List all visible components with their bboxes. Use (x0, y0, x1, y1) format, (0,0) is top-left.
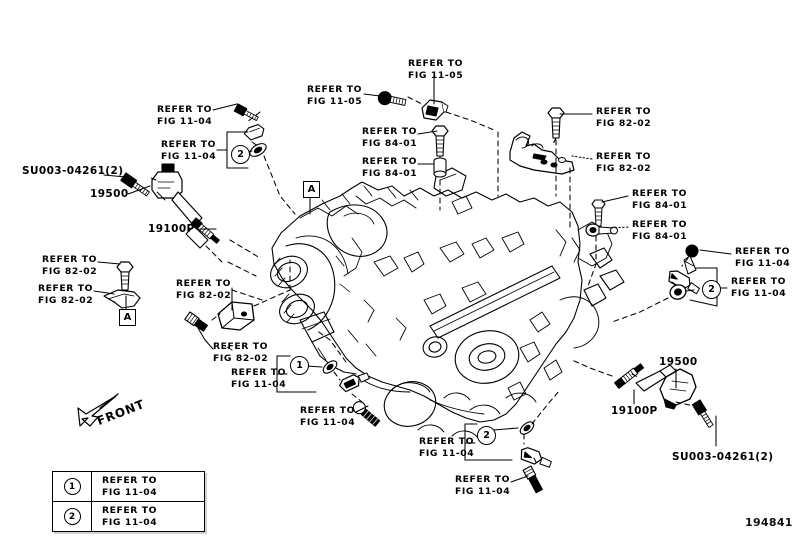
part-number-bolt-lower-right: SU003-04261(2) (672, 451, 774, 463)
refer-line-1: REFER TO (632, 219, 688, 230)
diagram-id: 194841 (745, 516, 793, 529)
refer-line-1: REFER TO (419, 436, 475, 447)
dotted-leaders (221, 155, 629, 351)
refer-line-1: REFER TO (213, 341, 269, 352)
section-marker-a-top: A (303, 181, 320, 198)
refer-line-2: FIG 82-02 (596, 162, 652, 174)
legend-callout-2: 2 (63, 508, 81, 525)
legend-line-1: REFER TO (102, 475, 158, 486)
refer-line-1: REFER TO (731, 276, 787, 287)
refer-line-2: FIG 82-02 (213, 352, 269, 364)
refer-line-1: REFER TO (176, 278, 232, 289)
refer-line-1: REFER TO (362, 126, 418, 137)
exploded-fasteners (103, 91, 714, 494)
refer-line-1: REFER TO (632, 188, 688, 199)
front-arrow (77, 393, 119, 427)
refer-line-1: REFER TO (596, 106, 652, 117)
section-marker-a-left: A (119, 309, 136, 326)
refer-line-1: REFER TO (157, 104, 213, 115)
part-number-coil-lower-right: 19500 (659, 356, 698, 368)
legend-number-cell: 2 (53, 502, 92, 531)
refer-line-1: REFER TO (408, 58, 464, 69)
refer-line-2: FIG 84-01 (632, 230, 688, 242)
refer-line-2: FIG 84-01 (362, 137, 418, 149)
refer-line-1: REFER TO (735, 246, 791, 257)
refer-line-2: FIG 11-04 (161, 150, 217, 162)
callout-circle-2-right[interactable]: 2 (702, 280, 721, 299)
refer-line-2: FIG 84-01 (362, 167, 418, 179)
refer-line-2: FIG 11-05 (307, 95, 363, 107)
refer-line-1: REFER TO (38, 283, 94, 294)
part-number-bolt-upper-left: SU003-04261(2) (22, 165, 124, 177)
refer-line-2: FIG 82-02 (176, 289, 232, 301)
part-number-plug-upper-left: 19100P (148, 223, 195, 235)
callout-circle-2-bottom[interactable]: 2 (477, 426, 496, 445)
refer-line-2: FIG 11-04 (735, 257, 791, 269)
refer-line-2: FIG 11-04 (300, 416, 356, 428)
refer-line-1: REFER TO (161, 139, 217, 150)
refer-line-1: REFER TO (455, 474, 511, 485)
legend-callout-1: 1 (63, 478, 81, 495)
refer-line-2: FIG 11-05 (408, 69, 464, 81)
legend-line-1: REFER TO (102, 505, 158, 516)
refer-line-2: FIG 82-02 (596, 117, 652, 129)
refer-line-2: FIG 11-04 (419, 447, 475, 459)
refer-line-1: REFER TO (42, 254, 98, 265)
refer-line-1: REFER TO (307, 84, 363, 95)
refer-line-2: FIG 11-04 (731, 287, 787, 299)
part-number-coil-upper-left: 19500 (90, 188, 129, 200)
refer-line-2: FIG 82-02 (38, 294, 94, 306)
assembly-dashed-lines (125, 96, 695, 467)
callout-circle-1-bottom-left[interactable]: 1 (290, 356, 309, 375)
legend-line-2: FIG 11-04 (102, 486, 158, 498)
refer-line-1: REFER TO (231, 367, 287, 378)
refer-line-1: REFER TO (596, 151, 652, 162)
refer-line-1: REFER TO (362, 156, 418, 167)
refer-line-2: FIG 11-04 (231, 378, 287, 390)
refer-line-2: FIG 84-01 (632, 199, 688, 211)
legend-line-2: FIG 11-04 (102, 516, 158, 528)
refer-line-1: REFER TO (300, 405, 356, 416)
part-number-plug-lower-right: 19100P (611, 405, 658, 417)
callout-circle-2-upper-left[interactable]: 2 (231, 145, 250, 164)
refer-line-2: FIG 82-02 (42, 265, 98, 277)
engine-block-illustration (270, 167, 625, 439)
refer-line-2: FIG 11-04 (157, 115, 213, 127)
legend-number-cell: 1 (53, 472, 92, 501)
refer-line-2: FIG 11-04 (455, 485, 511, 497)
